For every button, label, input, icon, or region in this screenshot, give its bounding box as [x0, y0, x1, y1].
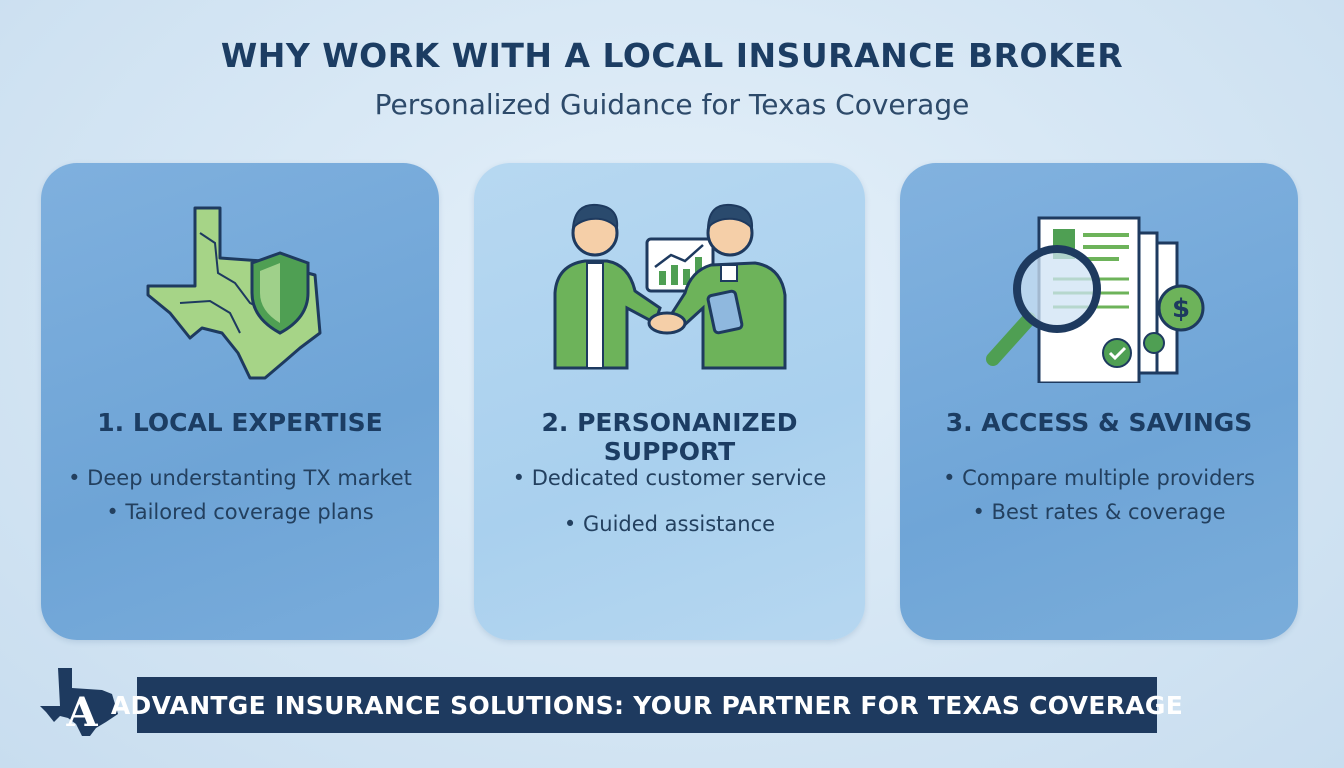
list-item: • Deep understanting TX market [68, 466, 412, 490]
list-item: • Dedicated customer service [512, 466, 827, 490]
card-heading: 3. ACCESS & SAVINGS [945, 408, 1253, 437]
card-heading: 2. PERSONANIZED SUPPORT [541, 408, 798, 466]
list-item: • Guided assistance [563, 512, 776, 536]
page-subtitle: Personalized Guidance for Texas Coverage [374, 88, 970, 121]
texas-shield-icon [41, 183, 439, 393]
handshake-people-icon [474, 183, 865, 393]
banner-text: ADVANTGE INSURANCE SOLUTIONS: YOUR PARTN… [110, 690, 1184, 720]
list-item: • Compare multiple providers [943, 466, 1255, 490]
magnifier-documents-icon: $ [900, 183, 1298, 393]
card-heading: 1. LOCAL EXPERTISE [97, 408, 383, 437]
page-title: WHY WORK WITH A LOCAL INSURANCE BROKER [220, 36, 1124, 75]
card-access-savings: $ 3. ACCESS & SAVINGS • Compare multiple… [900, 163, 1298, 640]
list-item: • Best rates & coverage [972, 500, 1226, 524]
footer-banner: ADVANTGE INSURANCE SOLUTIONS: YOUR PARTN… [111, 677, 1183, 733]
company-logo: A [40, 666, 120, 738]
bullet-list: • Dedicated customer service • Guided as… [474, 461, 865, 541]
logo-letter: A [65, 689, 98, 736]
svg-text:$: $ [1172, 294, 1190, 324]
bullet-list: • Deep understanting TX market • Tailore… [41, 461, 439, 529]
list-item: • Tailored coverage plans [106, 500, 374, 524]
bullet-list: • Compare multiple providers • Best rate… [900, 461, 1298, 529]
card-local-expertise: 1. LOCAL EXPERTISE • Deep understanting … [41, 163, 439, 640]
card-personalized-support: 2. PERSONANIZED SUPPORT • Dedicated cust… [474, 163, 865, 640]
